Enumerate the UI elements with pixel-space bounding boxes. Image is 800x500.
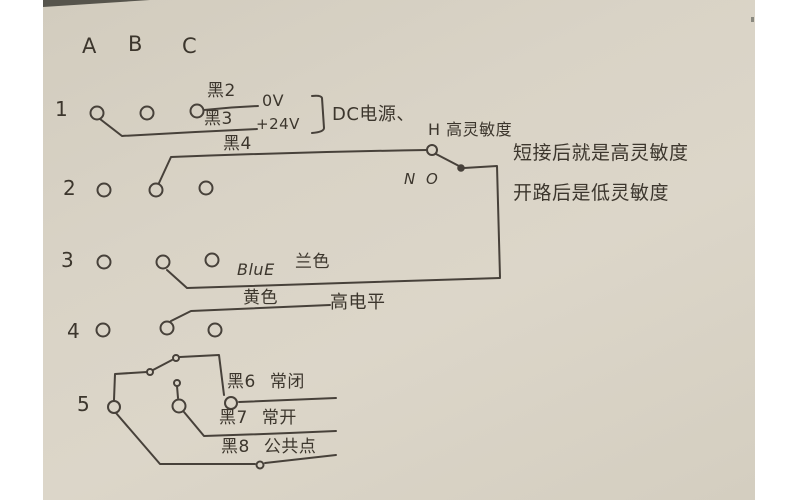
- wire-blue: [166, 269, 501, 289]
- row-label-4: 4: [67, 319, 81, 343]
- row-label-5: 5: [77, 392, 91, 416]
- h-contact-circle: [426, 144, 438, 156]
- wire-black3-24v: [99, 118, 258, 137]
- terminal-2c: [198, 180, 214, 196]
- terminal-5b: [171, 398, 187, 414]
- yellow-wire-label: 黄色: [243, 288, 278, 308]
- black4-label: 黑4: [223, 134, 252, 154]
- switch-arm: [435, 153, 460, 167]
- dc-power-bracket: [311, 94, 325, 134]
- no-label: 常开: [261, 408, 297, 428]
- relay-stub-dot: [173, 379, 181, 387]
- terminal-5c: [224, 396, 238, 410]
- column-header-a: A: [82, 34, 97, 58]
- wire-black7-no: [183, 411, 337, 437]
- terminal-3c: [204, 252, 220, 268]
- blue-wire-label-en: BluE: [237, 260, 275, 279]
- relay-pivot-dot-1: [146, 368, 154, 376]
- note-short-circuit: 短接后就是高灵敏度: [513, 142, 689, 164]
- wire-black4: [158, 149, 428, 184]
- wire-black8-common-right: [264, 454, 337, 464]
- terminal-2b: [148, 182, 164, 198]
- terminal-5a: [107, 400, 121, 414]
- h-sensitivity-label: H 高灵敏度: [428, 120, 513, 139]
- no-contact-label: N O: [404, 170, 441, 188]
- terminal-4b: [159, 320, 175, 336]
- relay-arm: [152, 359, 173, 371]
- terminal-3a: [96, 254, 112, 270]
- relay-pivot-dot-2: [172, 354, 180, 362]
- common-label: 公共点: [263, 437, 317, 457]
- note-open-circuit: 开路后是低灵敏度: [513, 182, 670, 204]
- relay-stub-b: [176, 385, 179, 399]
- photo-edge-sliver: [43, 0, 150, 7]
- black7-no-label: 黑7 常开: [219, 410, 297, 427]
- column-header-b: B: [128, 32, 143, 56]
- column-header-c: C: [182, 34, 198, 58]
- black8-label: 黑8: [221, 437, 250, 457]
- row-label-3: 3: [61, 248, 75, 272]
- terminal-1a: [89, 105, 105, 121]
- wire-black6-nc: [238, 397, 337, 403]
- photo-edge-speck: [751, 17, 754, 22]
- black6-nc-label: 黑6 常闭: [227, 374, 305, 391]
- nc-label: 常闭: [269, 372, 305, 392]
- row-label-2: 2: [63, 176, 77, 200]
- black8-common-label: 黑8 公共点: [221, 439, 316, 456]
- terminal-2a: [96, 182, 112, 198]
- wire-black2-0v: [203, 105, 259, 111]
- relay-link-c: [179, 354, 225, 396]
- common-junction-circle: [255, 460, 265, 470]
- switch-rail: [463, 165, 501, 278]
- black7-label: 黑7: [219, 408, 248, 428]
- no-contact-dot: [457, 164, 465, 172]
- relay-link-a: [113, 371, 148, 401]
- black2-label: 黑2: [207, 81, 236, 101]
- terminal-4a: [95, 322, 111, 338]
- paper-background: [43, 0, 755, 500]
- black6-label: 黑6: [227, 372, 256, 392]
- wire-black8-common-left: [115, 412, 256, 465]
- high-level-label: 高电平: [330, 292, 386, 313]
- black3-label: 黑3: [204, 109, 233, 129]
- 0v-label: 0V: [262, 91, 285, 110]
- terminal-1b: [139, 105, 155, 121]
- terminal-3b: [155, 254, 171, 270]
- row-label-1: 1: [55, 97, 69, 121]
- blue-wire-label-cn: 兰色: [295, 252, 330, 272]
- terminal-4c: [207, 322, 223, 338]
- wire-yellow: [170, 304, 331, 322]
- terminal-1c: [189, 103, 205, 119]
- dc-power-label: DC电源、: [332, 104, 415, 125]
- 24v-label: +24V: [256, 115, 300, 133]
